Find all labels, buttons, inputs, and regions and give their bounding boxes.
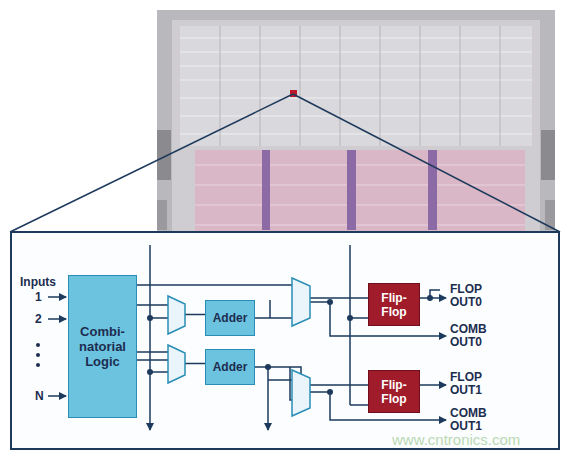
wires [48, 245, 446, 430]
node-text: Flip- Flop [373, 291, 415, 319]
flip-flop-box: Flip- Flop [368, 370, 420, 413]
input-label: Inputs [20, 276, 80, 289]
node-text: Flip- Flop [373, 378, 415, 406]
output-signal: COMB OUT1 [450, 407, 496, 433]
multiplexer-symbol [168, 278, 310, 416]
signal-wire [255, 367, 368, 385]
input-number: 2 [35, 313, 49, 326]
zoom-line [293, 94, 560, 232]
zoom-line [10, 94, 293, 232]
node-text: Combi- natorial Logic [73, 324, 132, 369]
node-text: Adder [213, 311, 248, 325]
input-number: 1 [35, 291, 49, 304]
logic-block: Combi- natorial Logic [68, 275, 137, 418]
flip-flop-box: Flip- Flop [368, 283, 420, 326]
signal-wire [255, 298, 368, 318]
input-number: N [35, 390, 49, 403]
signal-wire [137, 305, 205, 314]
signal-wire [137, 360, 205, 363]
output-signal: FLOP OUT0 [450, 283, 496, 309]
output-signal: COMB OUT0 [450, 323, 496, 349]
inset-frame [11, 232, 559, 449]
ellipsis-dots [36, 343, 40, 367]
node-text: Adder [213, 360, 248, 374]
adder-box: Adder [205, 349, 255, 385]
watermark: www.cntronics.com [392, 431, 562, 448]
adder-box: Adder [205, 300, 255, 336]
output-signal: FLOP OUT1 [450, 371, 496, 397]
